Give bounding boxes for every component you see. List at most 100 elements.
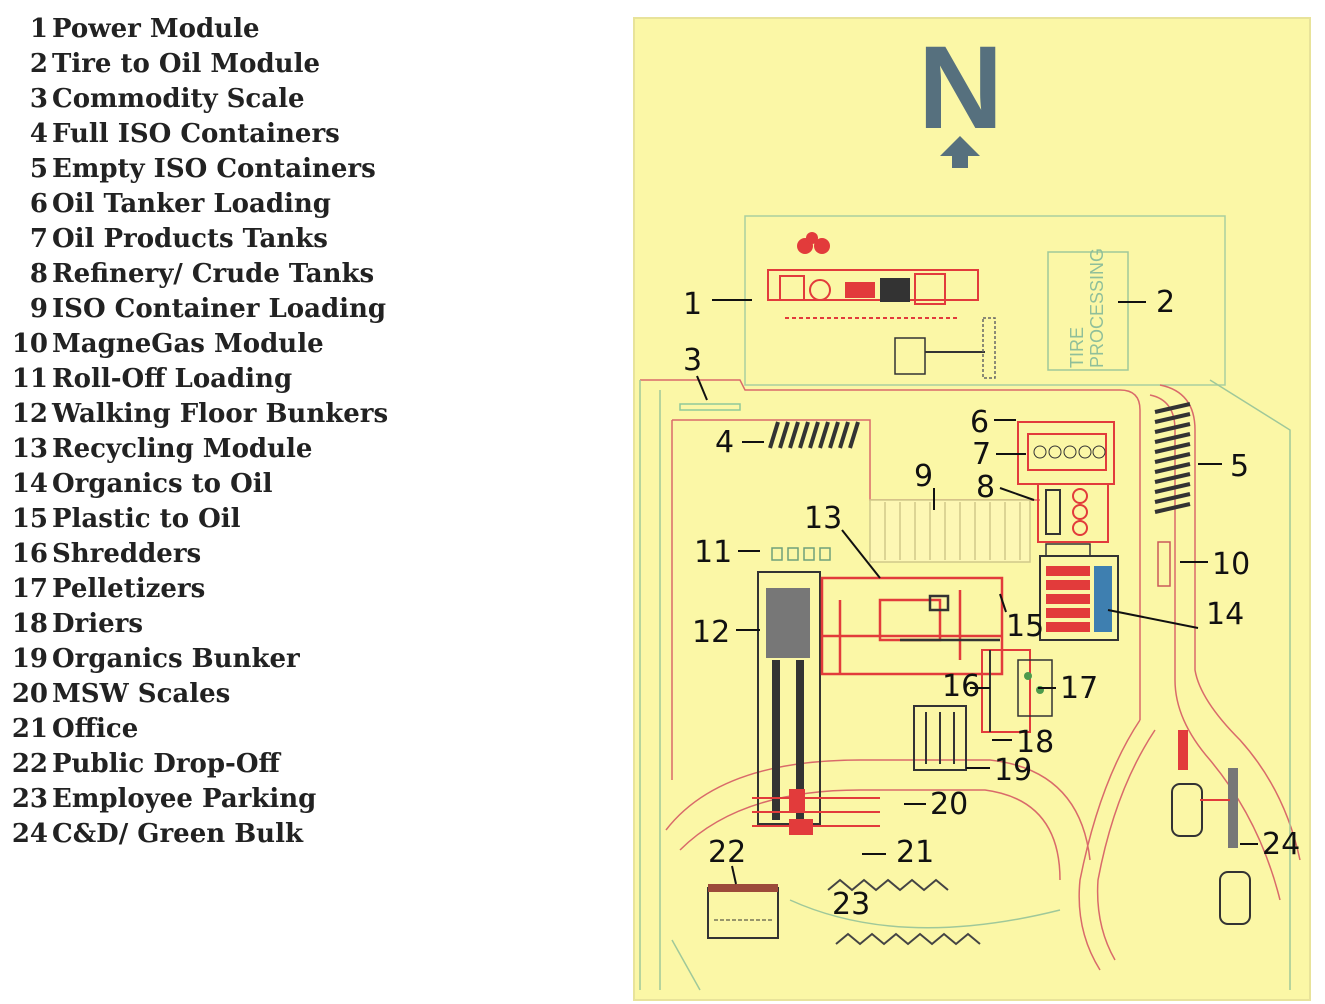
north-label: N (918, 22, 1003, 154)
msw-scales (752, 789, 880, 835)
legend-number: 17 (11, 574, 48, 604)
legend-label: MSW Scales (52, 679, 231, 709)
commodity-scale (679, 403, 741, 411)
legend-number: 6 (29, 189, 48, 219)
callout-18: 18 (1016, 725, 1054, 760)
full-iso-containers (768, 421, 860, 449)
walking-floor-bunkers (757, 571, 821, 825)
legend-label: Commodity Scale (52, 84, 305, 114)
tire-text-line-2: PROCESSING (1087, 248, 1107, 368)
callout-9: 9 (914, 459, 933, 494)
power-module-equipment (767, 232, 996, 379)
legend-label: Shredders (52, 539, 202, 569)
upper-module-boundary (744, 215, 1226, 386)
callout-line-22 (731, 865, 737, 885)
callout-13: 13 (804, 501, 842, 536)
legend-number: 1 (29, 14, 48, 44)
callout-2: 2 (1156, 285, 1175, 320)
callout-line-8 (999, 487, 1035, 501)
cd-green-bulk-area (1171, 730, 1251, 925)
legend-number: 20 (11, 679, 48, 709)
legend-label: ISO Container Loading (52, 294, 387, 324)
employee-parking (827, 878, 981, 946)
callout-10: 10 (1212, 547, 1250, 582)
legend-number: 18 (11, 609, 48, 639)
legend-label: Organics to Oil (52, 469, 273, 499)
callout-7: 7 (972, 437, 991, 472)
legend-number: 11 (11, 364, 48, 394)
callout-line-3 (696, 375, 708, 401)
legend-label: Oil Tanker Loading (52, 189, 331, 219)
legend-number: 4 (29, 119, 48, 149)
callout-labels: 1 2 3 4 5 6 7 8 9 10 11 12 13 14 15 16 1 (683, 285, 1300, 922)
legend-number: 19 (11, 644, 48, 674)
magnegas-module (1157, 541, 1171, 587)
legend-number: 7 (29, 224, 48, 254)
callout-8: 8 (976, 470, 995, 505)
legend-number: 15 (11, 504, 48, 534)
legend-label: Organics Bunker (52, 644, 300, 674)
public-drop-off (707, 884, 779, 939)
callout-line-13 (841, 529, 881, 579)
legend-number: 5 (29, 154, 48, 184)
legend-number: 3 (29, 84, 48, 114)
legend-number: 13 (11, 434, 48, 464)
legend-number: 22 (11, 749, 48, 779)
legend-number: 10 (11, 329, 48, 359)
roll-off-loading (771, 547, 831, 561)
callout-23: 23 (832, 887, 870, 922)
callout-4: 4 (715, 425, 734, 460)
legend-label: Walking Floor Bunkers (52, 399, 389, 429)
legend-label: Recycling Module (52, 434, 313, 464)
legend-label: Office (52, 714, 139, 744)
legend-number: 12 (11, 399, 48, 429)
legend-label: Power Module (52, 14, 260, 44)
callout-line-14 (1107, 609, 1199, 629)
legend-label: Pelletizers (52, 574, 206, 604)
callout-12: 12 (692, 615, 730, 650)
legend-label: Driers (52, 609, 143, 639)
legend-label: Tire to Oil Module (52, 49, 320, 79)
callout-15: 15 (1006, 609, 1044, 644)
legend-number: 16 (11, 539, 48, 569)
legend-label: Full ISO Containers (52, 119, 340, 149)
legend-label: Roll-Off Loading (52, 364, 293, 394)
callout-line-15 (999, 593, 1007, 613)
legend-number: 8 (29, 259, 48, 289)
callout-6: 6 (970, 405, 989, 440)
callout-21: 21 (896, 835, 934, 870)
callout-3: 3 (683, 343, 702, 378)
callout-19: 19 (994, 753, 1032, 788)
callout-22: 22 (708, 835, 746, 870)
legend-label: C&D/ Green Bulk (52, 819, 303, 849)
callout-24: 24 (1262, 827, 1300, 862)
callout-11: 11 (694, 535, 732, 570)
legend-label: Employee Parking (52, 784, 317, 814)
callout-14: 14 (1206, 597, 1244, 632)
legend-number: 23 (11, 784, 48, 814)
legend-label: MagneGas Module (52, 329, 324, 359)
callout-17: 17 (1060, 671, 1098, 706)
iso-container-loading (869, 499, 1031, 563)
legend-number: 14 (11, 469, 48, 499)
organics-bunker (913, 705, 967, 771)
legend-label: Refinery/ Crude Tanks (52, 259, 375, 289)
